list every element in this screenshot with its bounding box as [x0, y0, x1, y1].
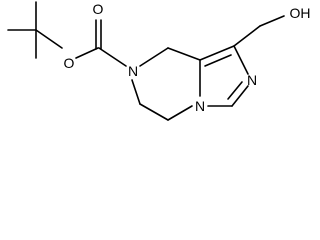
- bond-c1-to-n-imine: [233, 45, 249, 75]
- bond-n-imine-to-c3-double: [227, 81, 243, 100]
- bond-ch2-to-oh: [259, 15, 285, 27]
- atom-label-carbonyl-oxygen: O: [93, 1, 104, 17]
- atom-label-hydroxyl: OH: [290, 5, 311, 21]
- bond-c1-to-ch2oh: [233, 25, 261, 47]
- atom-label-carbamate-nitrogen: N: [128, 63, 138, 79]
- bond-tbu-to-oxygen: [35, 29, 63, 49]
- bond-n-imine-to-c3: [231, 85, 249, 107]
- chemical-structure-diagram: O O N N N OH: [7, 1, 311, 121]
- bond-oxygen-to-carbonyl: [75, 47, 99, 59]
- bond-n-to-ch2-top: [139, 47, 169, 67]
- atom-label-ester-oxygen: O: [64, 55, 75, 71]
- bond-ch2-to-ch2: [139, 103, 169, 121]
- bond-carbonyl-to-nitrogen: [98, 47, 127, 67]
- bond-fusion-to-c1-double: [204, 54, 232, 67]
- bond-ch2-to-fusion: [167, 47, 201, 61]
- bond-n-fused-to-ch2: [167, 105, 193, 121]
- atom-label-fused-nitrogen: N: [195, 98, 205, 114]
- bond-fusion-to-c1: [199, 45, 235, 61]
- atom-label-imine-nitrogen: N: [247, 72, 257, 88]
- bond-ch2-to-n: [131, 79, 141, 105]
